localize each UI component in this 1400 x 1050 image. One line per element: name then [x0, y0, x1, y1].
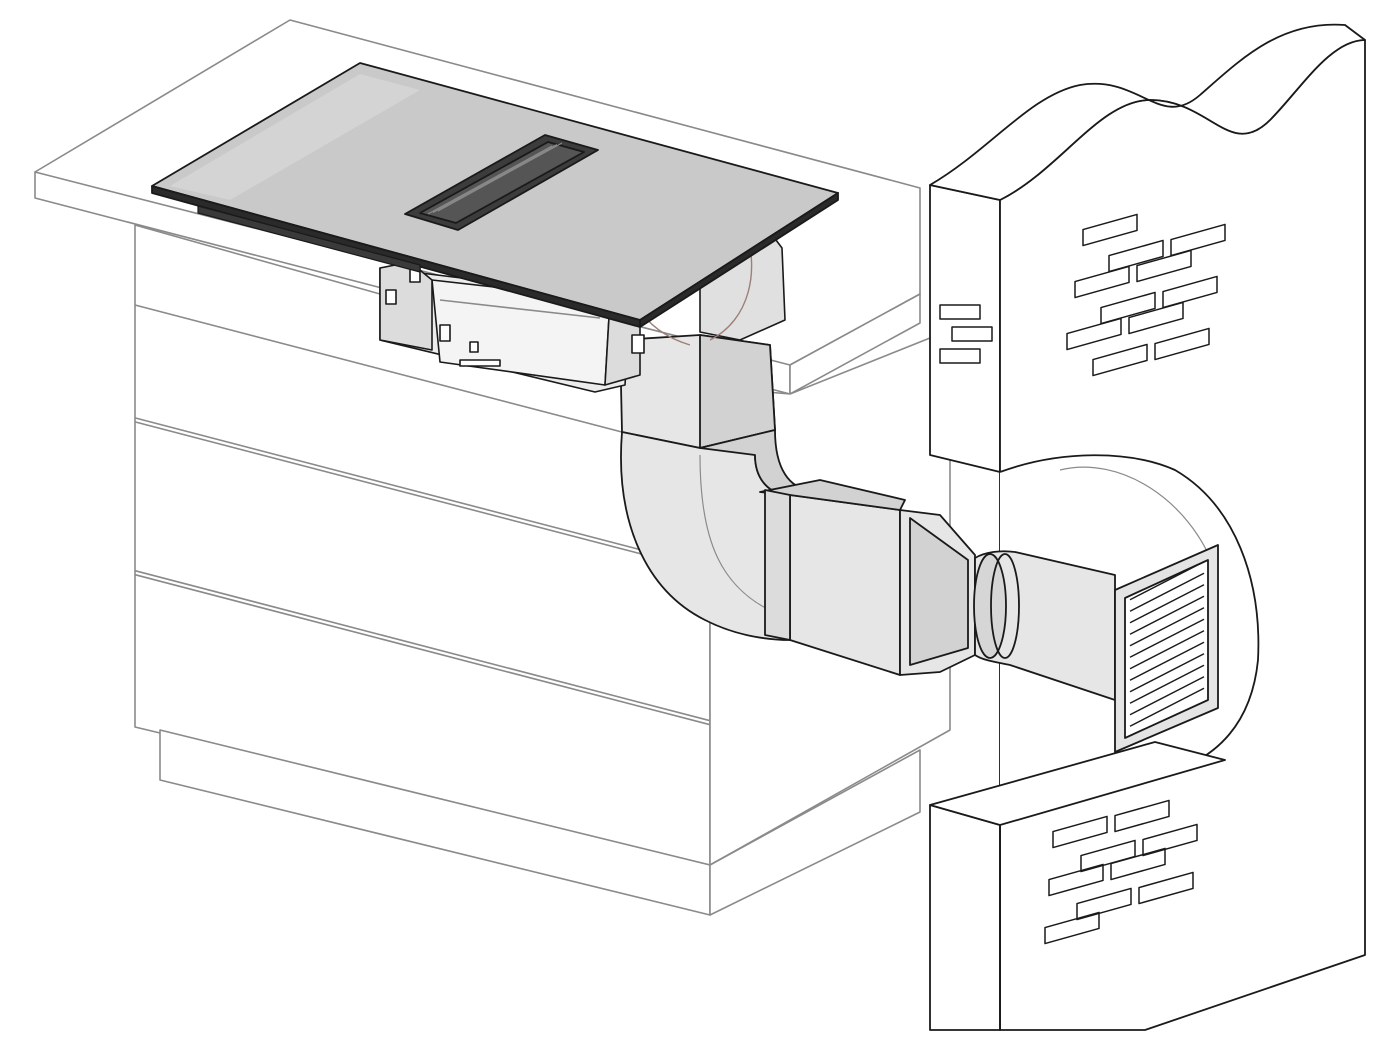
brick-edge — [951, 326, 993, 342]
worktop-side-edge — [789, 293, 921, 395]
brick — [1114, 799, 1170, 833]
drawer-divider — [134, 569, 711, 722]
grille-slat — [1129, 641, 1205, 681]
grille-slat — [1129, 687, 1205, 727]
duct-connector-band — [764, 489, 791, 641]
motor-base — [459, 359, 501, 367]
vent-slot — [432, 143, 558, 214]
brick — [1142, 823, 1198, 857]
brick — [1076, 887, 1132, 921]
brick — [1052, 815, 1108, 849]
grille-slat — [1129, 653, 1205, 693]
plinth-side — [709, 749, 921, 916]
drawer-divider-gap — [134, 573, 711, 726]
brick — [1138, 871, 1194, 905]
grille-slat — [1129, 618, 1205, 658]
induction-hob-with-extractor — [151, 62, 839, 328]
grille-slat — [1129, 676, 1205, 716]
brick-edge — [939, 348, 981, 364]
bricks-lower-wall — [1044, 799, 1198, 945]
grille-slat — [1129, 595, 1205, 635]
exterior-wall — [929, 23, 1366, 1031]
grille-slat — [1129, 664, 1205, 704]
brick-edge — [939, 304, 981, 320]
hob-side-edge — [639, 192, 839, 328]
round-duct-collar-2 — [990, 553, 1020, 659]
bricks-upper-wall — [1066, 213, 1226, 377]
wall-lower-front — [929, 804, 1001, 1031]
extractor-vent-inner — [419, 141, 585, 224]
brick — [1092, 343, 1148, 377]
duct-bend-shading — [699, 454, 781, 616]
vent-slot — [427, 145, 553, 215]
brick — [1044, 911, 1100, 945]
motor-clip-1 — [385, 289, 397, 305]
brick — [1074, 265, 1130, 299]
wall-upper-top — [929, 23, 1366, 201]
grille-slat — [1129, 561, 1205, 601]
brick — [1108, 239, 1164, 273]
grille-slats — [1129, 561, 1205, 727]
brick — [1082, 213, 1138, 247]
motor-clip-3 — [439, 324, 451, 342]
brick — [1066, 317, 1122, 351]
drawer-group — [134, 304, 711, 726]
brick — [1162, 275, 1218, 309]
brick — [1136, 249, 1192, 283]
drawer-divider — [134, 417, 711, 569]
duct-system — [619, 334, 1219, 753]
hob-underside-strip — [197, 205, 421, 273]
brick — [1048, 863, 1104, 897]
vertical-duct-side — [699, 334, 776, 449]
brick — [1170, 223, 1226, 257]
grille-slat — [1129, 584, 1205, 624]
grille-slat — [1129, 607, 1205, 647]
round-duct-collar — [973, 553, 1007, 659]
brick — [1110, 847, 1166, 881]
motor-detail-line — [439, 299, 601, 319]
motor-clip-4 — [469, 341, 479, 353]
vent-slot — [437, 142, 563, 212]
drawer-top-line — [134, 304, 711, 456]
brick — [1128, 301, 1184, 335]
wall-opening-inner-edge — [1059, 466, 1216, 571]
drawer-divider-gap — [134, 421, 711, 573]
adapter-facet — [909, 517, 969, 666]
wall-upper-front — [929, 184, 1001, 473]
motor-clip-5 — [631, 334, 645, 354]
wall-lower-top — [929, 741, 1226, 826]
wall-opening-edge — [999, 454, 1260, 776]
brick — [1100, 291, 1156, 325]
grille-slat — [1129, 572, 1205, 612]
bricks-wall-edge — [939, 304, 993, 364]
brick — [1154, 327, 1210, 361]
motor-left-bracket — [379, 261, 433, 351]
hob-glass-highlight — [170, 74, 420, 200]
grille-slat — [1129, 630, 1205, 670]
extractor-vent-slots — [427, 142, 563, 215]
